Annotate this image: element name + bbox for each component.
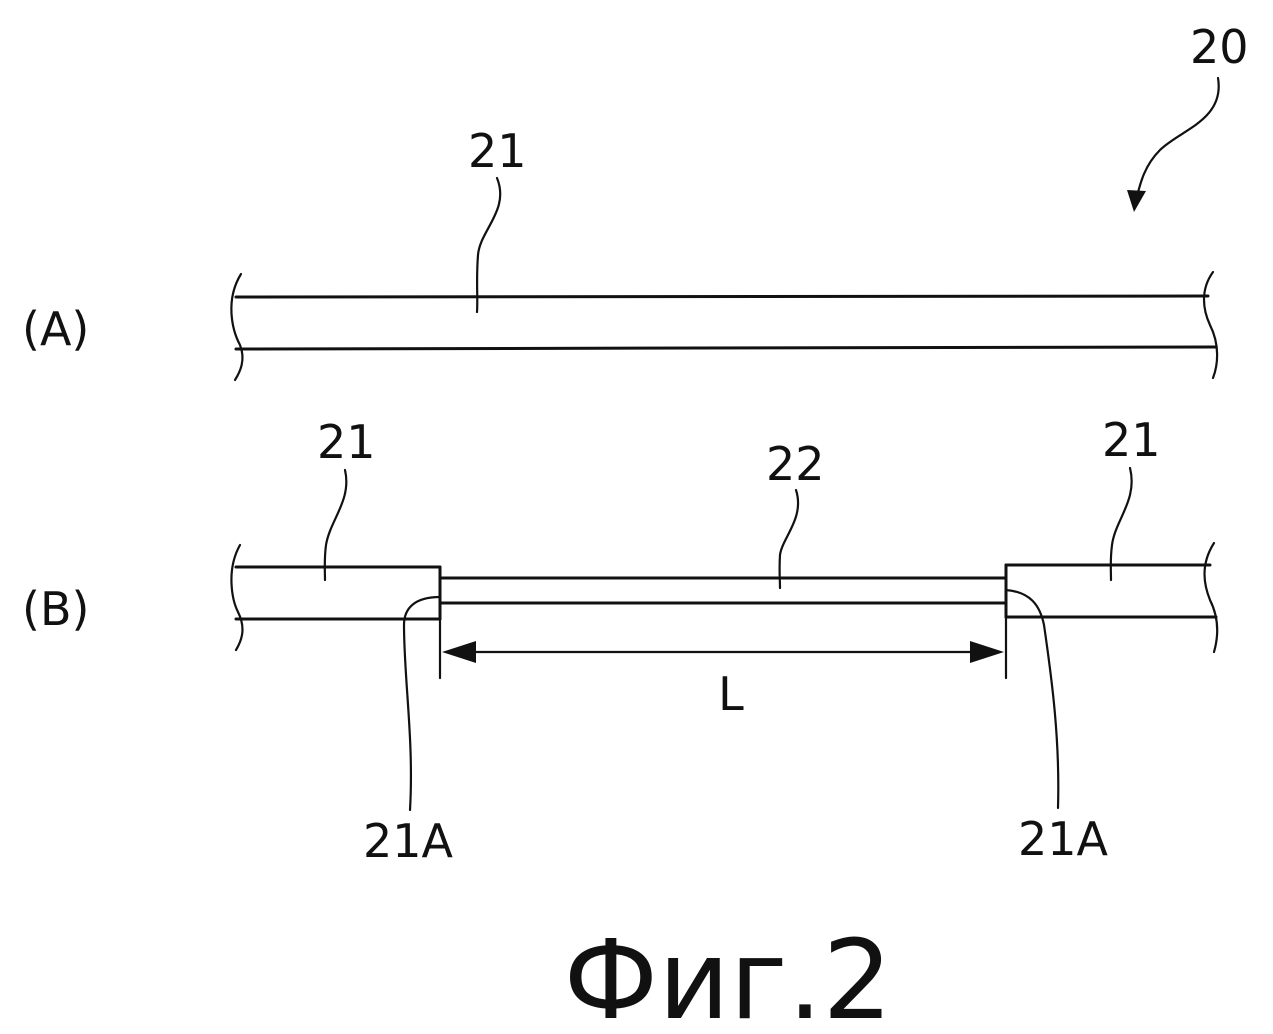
label-21-b-right: 21 — [1102, 413, 1161, 467]
label-21-b-left: 21 — [317, 415, 376, 469]
leader-21-b-right — [1109, 466, 1133, 582]
label-21a-left: 21A — [363, 814, 454, 868]
leader-22 — [778, 488, 799, 590]
arrow-20-head — [1127, 190, 1146, 212]
label-21a-right: 21A — [1018, 812, 1109, 866]
label-22: 22 — [766, 437, 825, 491]
label-l: L — [718, 667, 744, 721]
figure-caption: Фиг.2 — [564, 916, 893, 1034]
leader-21a-right — [1004, 588, 1060, 810]
conductor-b-left — [230, 543, 442, 652]
segment-22 — [438, 576, 1008, 605]
leader-21-b-left — [323, 468, 348, 582]
label-20: 20 — [1190, 20, 1249, 74]
leader-21a-left — [402, 595, 442, 812]
panel-b-label: (B) — [22, 582, 89, 636]
panel-a-label: (A) — [22, 302, 89, 356]
label-21-a: 21 — [468, 124, 527, 178]
dimension-l — [438, 616, 1008, 680]
conductor-a — [230, 270, 1219, 382]
leader-21-a — [475, 176, 502, 314]
arrow-20 — [1133, 76, 1220, 207]
